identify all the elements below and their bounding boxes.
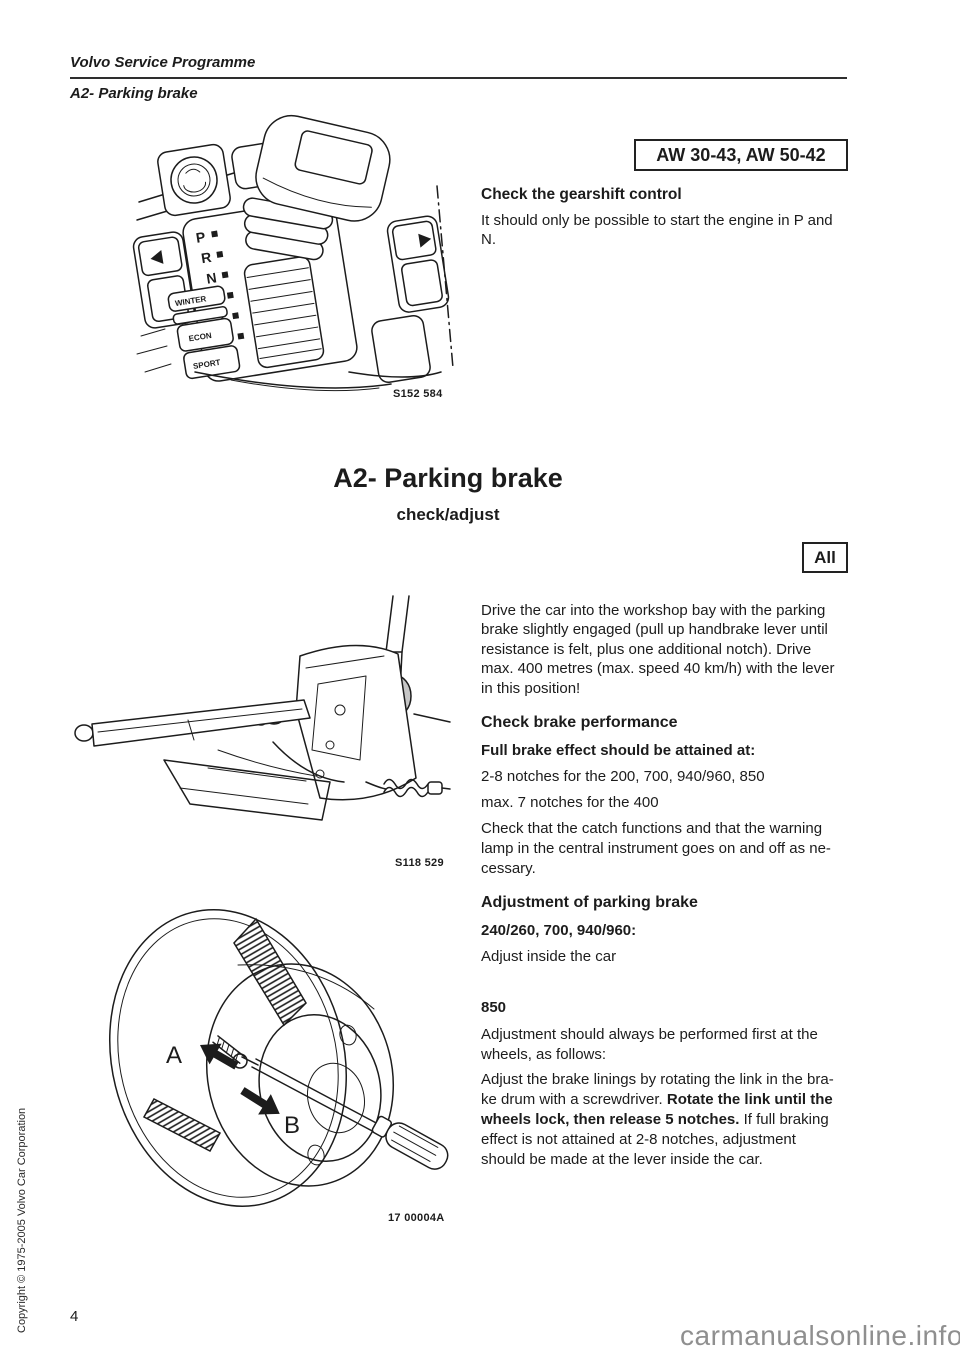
arrow-b-icon (240, 1087, 280, 1115)
gearshift-heading: Check the gearshift control (481, 186, 682, 203)
arrow-a-icon (200, 1043, 239, 1070)
performance-heading: Check brake performance (481, 714, 678, 731)
gear-position-p: P (195, 229, 207, 246)
right-arrow-icon (418, 233, 432, 248)
adjustment-first-paragraph: Adjustment should always be performed fi… (481, 1026, 818, 1063)
adjustment-heading: Adjustment of parking brake (481, 894, 698, 911)
figure-caption: S118 529 (395, 857, 444, 869)
model-850-heading: 850 (481, 999, 507, 1016)
sport-button-label: SPORT (192, 358, 221, 371)
page-number: 4 (70, 1308, 79, 1325)
performance-bold-line: Full brake effect should be attained at: (481, 742, 756, 759)
page-title: Volvo Service Programme (70, 54, 256, 71)
copyright-notice: Copyright © 1975-2005 Volvo Car Corporat… (16, 1107, 28, 1333)
econ-button-label: ECON (188, 331, 212, 344)
transmission-badge: AW 30-43, AW 50-42 (634, 139, 848, 171)
adjustment-models-action: Adjust inside the car (481, 948, 617, 965)
applicability-badge: All (802, 542, 848, 573)
gear-position-r: R (200, 249, 213, 266)
section-subtitle: check/adjust (396, 505, 500, 524)
gear-position-n: N (205, 269, 218, 286)
gearshift-body: It should only be possible to start the … (481, 212, 833, 249)
brake-drum-figure: A B (108, 909, 449, 1207)
figure-caption: S152 584 (393, 388, 443, 400)
figure-caption: 17 00004A (388, 1212, 445, 1224)
section-main-title: A2- Parking brake (333, 463, 563, 493)
handbrake-lever-figure (74, 595, 451, 821)
spec-line-2: max. 7 notches for the 400 (481, 794, 659, 811)
header-rule (70, 77, 847, 79)
watermark: carmanualsonline.info (680, 1320, 960, 1351)
adjustment-models: 240/260, 700, 940/960: (481, 922, 637, 939)
left-arrow-icon (150, 250, 164, 264)
label-b: B (284, 1112, 300, 1139)
adjustment-detail-paragraph: Adjust the brake linings by rotating the… (481, 1071, 834, 1168)
spec-line-1: 2-8 notches for the 200, 700, 940/960, 8… (481, 768, 765, 785)
section-title: A2- Parking brake (70, 85, 198, 102)
gearshift-figure: P R N D 3 L (132, 114, 454, 392)
label-a: A (166, 1042, 182, 1069)
catch-paragraph: Check that the catch functions and that … (481, 820, 831, 877)
intro-paragraph: Drive the car into the workshop bay with… (481, 602, 835, 697)
